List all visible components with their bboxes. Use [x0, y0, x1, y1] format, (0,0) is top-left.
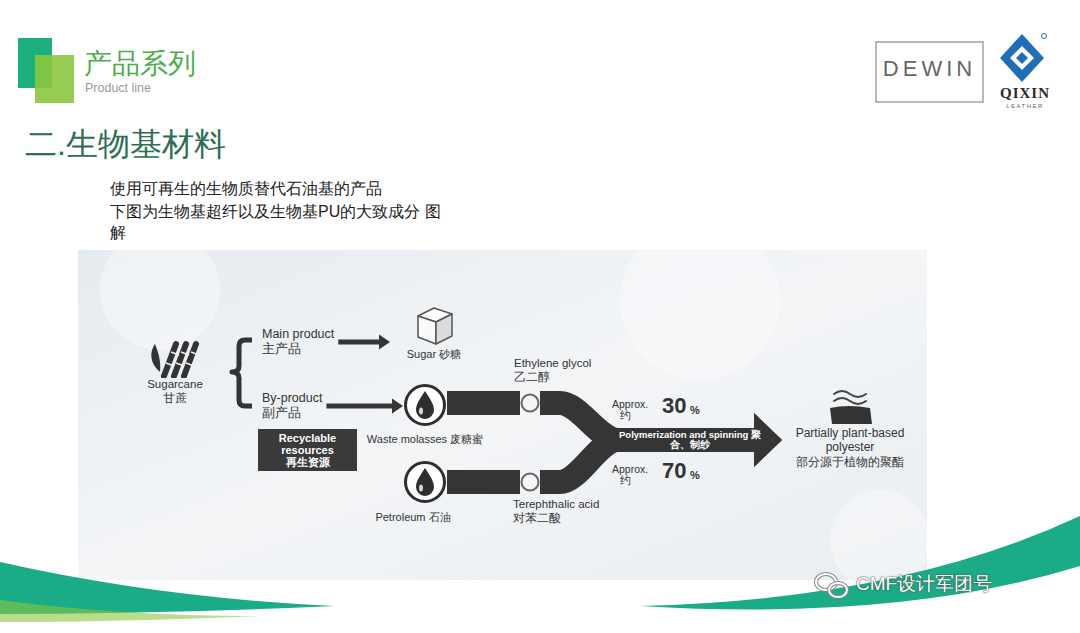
node-caption: Terephthalic acid对苯二酸 [513, 498, 599, 526]
edge-label: Polymerization and spinning 聚合、制纱 [610, 430, 770, 451]
logo-box [876, 42, 983, 102]
body-text: 使用可再生的生物质替代石油基的产品 [110, 180, 382, 198]
material-band [540, 413, 782, 482]
approx-label: Approx. [612, 463, 648, 475]
node-icon [790, 386, 910, 426]
product-node: By-product副产品 [262, 391, 326, 421]
logo-tagline: LEATHER [992, 103, 1058, 110]
tag-box: Recyclable resources再生资源 [258, 429, 357, 471]
approx-label: 约 [620, 409, 631, 421]
logo-wordmark: DEWIN [876, 56, 983, 81]
wechat-icon [816, 574, 847, 597]
node-text: Waste molasses 废糖蜜 [363, 433, 487, 446]
node-text: 副产品 [262, 406, 322, 421]
node-text: 对苯二酸 [513, 512, 599, 526]
connector-path [447, 391, 520, 415]
source-node: Sugarcane甘蔗 [130, 336, 220, 406]
slide-title: 二.生物基材料 [25, 126, 226, 163]
node-text: 再生资源 [262, 456, 353, 468]
node-text: 部分源于植物的聚酯 [790, 455, 910, 469]
watermark: CMF设计军团号 [856, 573, 992, 595]
node-text: 主产品 [262, 342, 334, 357]
panel-texture [100, 230, 220, 350]
node-caption: Ethylene glycol乙二醇 [514, 357, 591, 385]
arrowhead [379, 335, 390, 350]
product-node: Main product主产品 [262, 327, 338, 357]
node-text: Sugarcane [130, 378, 220, 392]
percent-sign: % [690, 469, 700, 482]
node-text: 甘蔗 [130, 392, 220, 406]
section-subheading: Product line [85, 81, 151, 95]
node-text: By-product [262, 391, 322, 406]
connector-path [326, 404, 393, 409]
product-node: Sugar 砂糖 [390, 304, 478, 361]
component-dot: Terephthalic acid对苯二酸 [520, 472, 540, 492]
node-text: Recyclable resources [262, 432, 353, 456]
percent-sign: % [690, 404, 700, 417]
resource-circle: Waste molasses 废糖蜜 [403, 383, 447, 427]
bracket [232, 340, 252, 406]
node-icon [390, 304, 478, 348]
node-text: Partially plant-based polyester [790, 426, 910, 455]
material-band [447, 403, 520, 404]
material-band [447, 482, 520, 483]
panel-texture [620, 220, 780, 380]
section-heading: 产品系列 [84, 48, 196, 80]
node-text: Petroleum 石油 [358, 511, 468, 524]
node-text: 乙二醇 [514, 371, 591, 385]
connector-path [447, 470, 520, 494]
approx-label: Approx. [612, 398, 648, 410]
node-text: Ethylene glycol [514, 357, 591, 371]
node-icon [520, 393, 540, 413]
node-icon [520, 472, 540, 492]
header-square [35, 55, 74, 103]
node-text: Terephthalic acid [513, 498, 599, 512]
flow-arrow [326, 399, 403, 414]
node-icon [403, 383, 447, 427]
component-dot: Ethylene glycol乙二醇 [520, 393, 540, 413]
arrowhead [392, 399, 403, 414]
logo-diamond [1000, 34, 1047, 83]
node-icon [130, 336, 220, 378]
body-text: 下图为生物基超纤以及生物基PU的大致成分 图 解 [110, 201, 442, 243]
percent-value: 30 [662, 393, 686, 418]
approx-label: 约 [620, 474, 631, 486]
node-text: Sugar 砂糖 [390, 348, 478, 361]
resource-circle: Petroleum 石油 [403, 460, 447, 504]
node-text: Main product [262, 327, 334, 342]
decor-sweep [640, 516, 1080, 610]
node-caption: Waste molasses 废糖蜜 [363, 433, 487, 446]
logo-wordmark: QIXIN [992, 85, 1058, 102]
decor-sweep [0, 600, 260, 622]
connector-path [338, 340, 380, 345]
flow-arrow [338, 335, 390, 350]
node-icon [403, 460, 447, 504]
node-caption: Petroleum 石油 [358, 511, 468, 524]
output-node: Partially plant-based polyester部分源于植物的聚酯 [782, 386, 910, 469]
percent-value: 70 [662, 458, 686, 483]
